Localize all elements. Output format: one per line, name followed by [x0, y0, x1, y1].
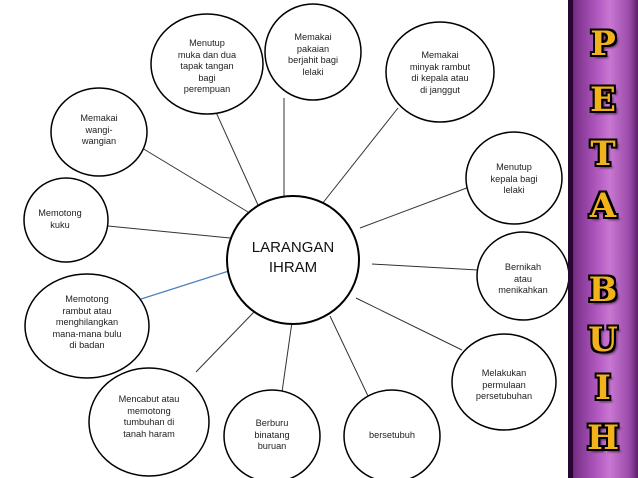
- bubble-n2: [264, 3, 362, 101]
- bubble-n9: [451, 333, 557, 431]
- bubble-n7: [476, 231, 568, 321]
- title-letter: T: [590, 134, 616, 174]
- connector-n8: [137, 269, 233, 301]
- bubbles: [23, 3, 568, 478]
- connector-n1: [214, 109, 259, 206]
- connector-n6: [107, 225, 231, 239]
- connector-n11: [281, 321, 293, 393]
- bubble-n1: [150, 13, 264, 115]
- bubble-n5: [465, 131, 563, 225]
- mind-map: [23, 3, 568, 478]
- bubble-n4: [50, 87, 148, 177]
- title-letter: P: [590, 24, 616, 64]
- title-letter: E: [590, 80, 616, 120]
- connector-n9: [355, 297, 463, 351]
- title-letter: H: [586, 418, 620, 458]
- connector-n4: [141, 147, 249, 213]
- connector-n7: [371, 263, 479, 271]
- title-letter: B: [588, 270, 618, 310]
- title-letter: I: [595, 368, 611, 408]
- title-letter: U: [588, 320, 618, 360]
- title-letter: A: [589, 186, 617, 226]
- connector-lines: [107, 98, 479, 397]
- bubble-n11: [223, 389, 321, 478]
- center-bubble: [226, 195, 360, 325]
- bubble-n8: [24, 273, 150, 379]
- bubble-n10: [88, 367, 210, 477]
- connector-n10: [195, 311, 255, 373]
- bubble-n6: [23, 177, 109, 263]
- connector-n3: [321, 107, 399, 205]
- connector-n12: [329, 315, 369, 397]
- bubble-n3: [385, 21, 495, 123]
- connector-n5: [359, 185, 473, 229]
- bubble-n12: [343, 389, 441, 478]
- title-sidebar: P E T A B U I H: [568, 0, 638, 478]
